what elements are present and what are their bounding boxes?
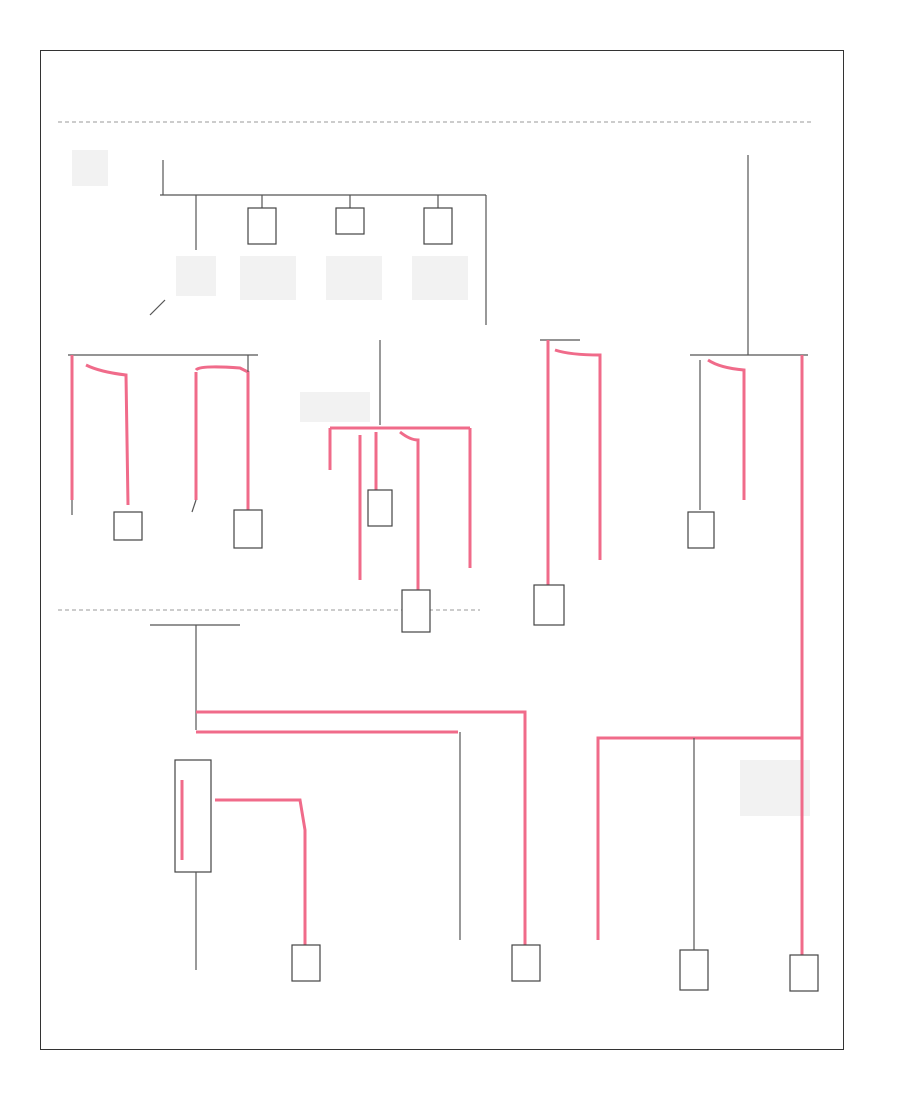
top-components (247, 207, 453, 245)
module-center-1 (367, 489, 393, 527)
top-fuse-bus (149, 160, 487, 325)
module-right-1 (687, 511, 715, 549)
module-lower-3 (679, 949, 709, 991)
module-lower-2 (511, 944, 541, 982)
lower-feed (150, 624, 541, 982)
relay-1 (247, 207, 277, 245)
lower-right-feed (596, 736, 819, 992)
relay-2 (335, 207, 365, 235)
relay-left-1 (113, 511, 143, 541)
center-right-group (533, 339, 602, 626)
relay-3 (423, 207, 453, 245)
center-splice-group (328, 340, 472, 633)
module-center-right (533, 584, 565, 626)
module-center-2 (401, 589, 431, 633)
module-left-1 (233, 509, 263, 549)
fuse-block (174, 759, 212, 873)
diagram-frame (40, 50, 844, 1050)
right-group (687, 155, 808, 955)
module-lower-1 (291, 944, 321, 982)
left-splice-group (68, 354, 263, 549)
module-lower-4 (789, 954, 819, 992)
label-blocks (72, 150, 810, 816)
